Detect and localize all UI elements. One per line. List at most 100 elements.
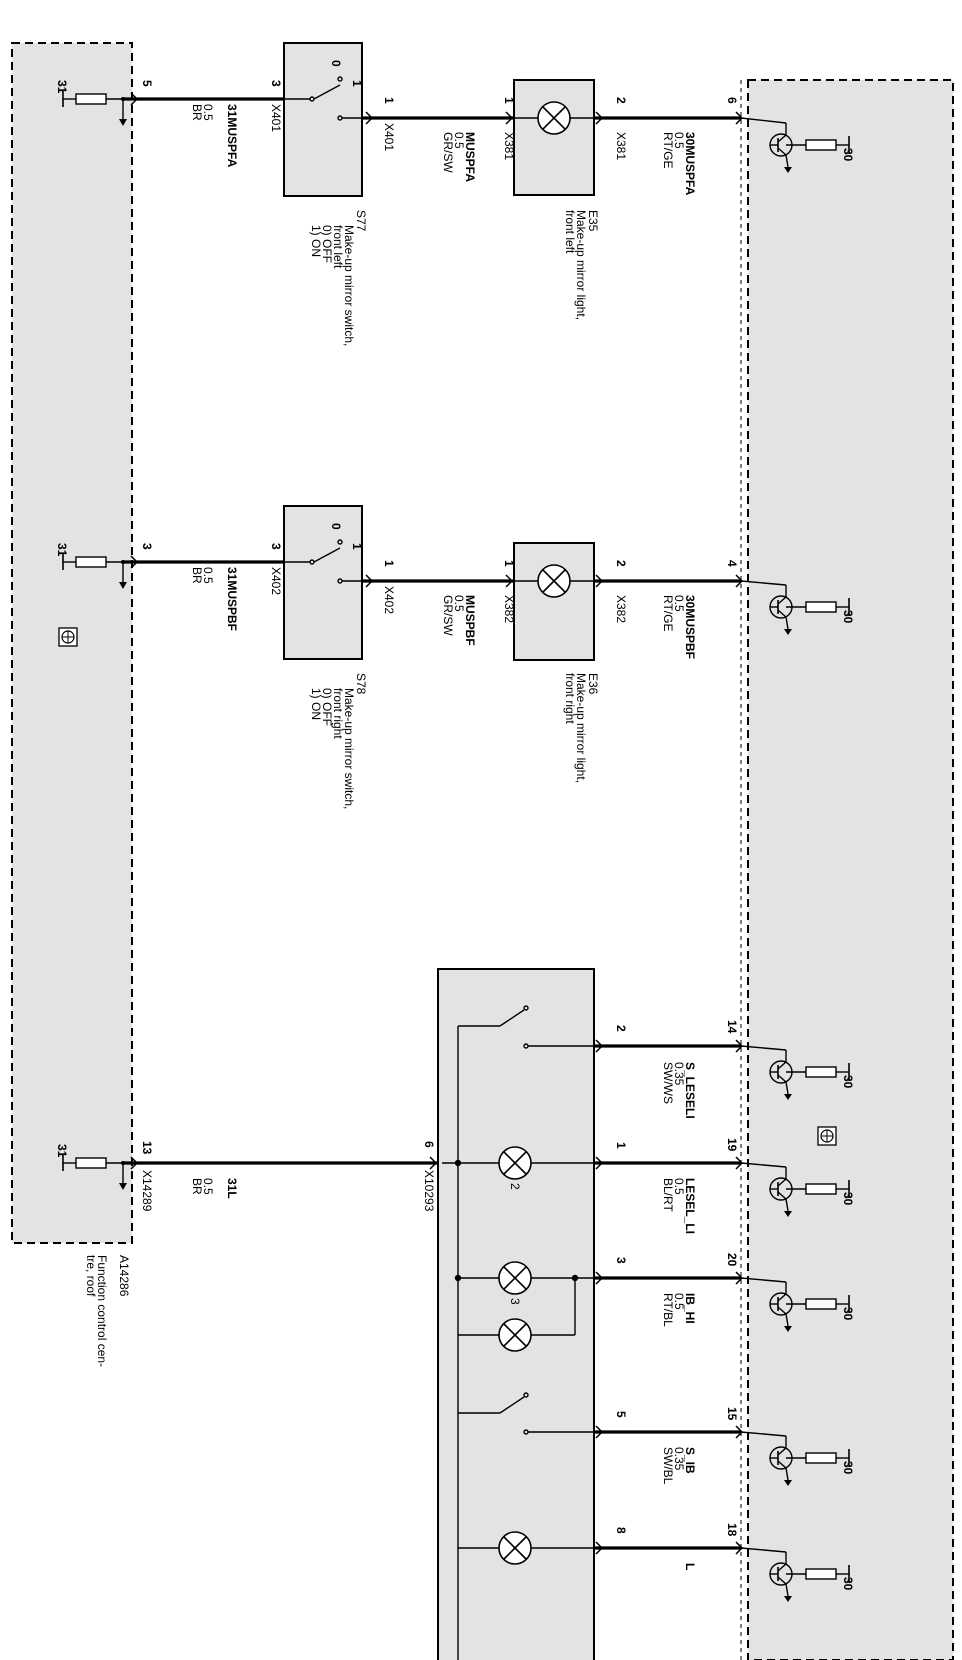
connector-label: X402 xyxy=(269,567,283,595)
transistor-symbol xyxy=(740,117,850,174)
pin-label: 6 xyxy=(725,97,739,104)
wire-gauge: 0.5 xyxy=(672,1178,686,1195)
supply-term-label: 30 xyxy=(841,610,855,624)
wire-gauge: 0.35 xyxy=(672,1062,686,1086)
transistor-symbol xyxy=(740,1162,850,1218)
wire-name: L xyxy=(683,1563,697,1570)
wire-gauge: 0.5 xyxy=(201,1178,215,1195)
wire-color: SW/WS xyxy=(661,1062,675,1104)
ground-term-label: 31 xyxy=(55,1144,69,1158)
connector-label: X381 xyxy=(614,132,628,160)
wire-name: MUSPFA xyxy=(463,132,477,182)
wire-name: 31MUSPBF xyxy=(225,567,239,631)
switch-contact xyxy=(284,76,362,121)
wire-gauge: 0.5 xyxy=(452,132,466,149)
lamp-symbol xyxy=(498,1146,532,1180)
wire-gauge: 0.5 xyxy=(452,595,466,612)
wire-name: 30MUSPFA xyxy=(683,132,697,196)
wire-gauge: 0.5 xyxy=(672,1293,686,1310)
switch-pos-label: 0 xyxy=(329,60,343,67)
component-desc: Make-up mirror switch, xyxy=(342,688,356,809)
supply-term-label: 30 xyxy=(841,1307,855,1321)
pin-label: 18 xyxy=(725,1523,739,1537)
connector-label: X401 xyxy=(382,123,396,151)
wire-name: MUSPBF xyxy=(463,595,477,646)
switch-box-s78 xyxy=(283,505,363,660)
pin-label: 5 xyxy=(614,1411,628,1418)
wire-color: RT/BL xyxy=(661,1293,675,1327)
component-desc: 1) ON xyxy=(309,225,323,257)
lamp-symbol xyxy=(514,564,594,598)
connector-label: X382 xyxy=(614,595,628,623)
component-desc: 0) OFF xyxy=(320,688,334,726)
wire-name: LESEL_LI xyxy=(683,1178,697,1234)
wire-color: BR xyxy=(190,1178,204,1195)
connector-label: X401 xyxy=(269,104,283,132)
transistor-symbol xyxy=(740,580,850,636)
wire-name: 31MUSPFA xyxy=(225,104,239,168)
lamp-number: 3 xyxy=(508,1298,522,1305)
light-box-e35 xyxy=(513,79,595,196)
lamp-symbol xyxy=(514,101,594,135)
wire-color: RT/GE xyxy=(661,595,675,631)
supply-term-label: 30 xyxy=(841,1075,855,1089)
lamp-number: 2 xyxy=(508,1183,522,1190)
wire-name: S_IB xyxy=(683,1447,697,1474)
supply-term-label: 30 xyxy=(841,1577,855,1591)
pin-label: 3 xyxy=(269,80,283,87)
switch-pos-label: 1 xyxy=(350,80,364,87)
wire-color: BR xyxy=(190,567,204,584)
transistor-symbol xyxy=(740,1045,850,1101)
connector-marks xyxy=(130,92,743,1555)
component-desc: front right xyxy=(331,688,345,739)
switch-pos-label: 1 xyxy=(350,543,364,550)
pin-label: 2 xyxy=(614,97,628,104)
component-desc: Make-up mirror switch, xyxy=(342,225,356,346)
connector-label: X382 xyxy=(502,595,516,623)
lamp-symbol xyxy=(498,1531,532,1565)
wire-name: IB_HI xyxy=(683,1293,697,1324)
ecu-id: A14286 xyxy=(117,1255,131,1297)
pin-label: 19 xyxy=(725,1138,739,1152)
connector-label: X10293 xyxy=(422,1170,436,1212)
connector-label: X14289 xyxy=(140,1170,154,1212)
pin-label: 3 xyxy=(614,1257,628,1264)
switch-contact xyxy=(284,539,362,584)
light-box-e36 xyxy=(513,542,595,661)
switch-box-s77 xyxy=(283,42,363,197)
component-desc: 0) OFF xyxy=(320,225,334,263)
component-id: E36 xyxy=(586,673,600,695)
component-desc: 1) ON xyxy=(309,688,323,720)
transistor-symbol xyxy=(740,1431,850,1487)
pin-label: 1 xyxy=(382,97,396,104)
supply-term-label: 30 xyxy=(841,148,855,162)
component-desc: front right xyxy=(563,673,577,724)
ecu-right-box xyxy=(740,79,954,1660)
pin-label: 3 xyxy=(140,543,154,550)
transistor-symbol xyxy=(740,1277,850,1333)
wire-color: SW/BL xyxy=(661,1447,675,1485)
component-desc: front left xyxy=(331,225,345,269)
wire-color: BL/RT xyxy=(661,1178,675,1212)
pin-label: 20 xyxy=(725,1253,739,1267)
connector-label: X381 xyxy=(502,132,516,160)
pin-label: 8 xyxy=(614,1527,628,1534)
component-desc: Make-up mirror light, xyxy=(574,210,588,320)
switch-pos-label: 0 xyxy=(329,523,343,530)
pin-label: 5 xyxy=(140,80,154,87)
wire-gauge: 0.5 xyxy=(201,104,215,121)
component-desc: front left xyxy=(563,210,577,254)
pin-label: 1 xyxy=(382,560,396,567)
wire-gauge: 0.35 xyxy=(672,1447,686,1471)
wire-name: 30MUSPBF xyxy=(683,595,697,659)
wire-gauge: 0.5 xyxy=(672,595,686,612)
pin-label: 1 xyxy=(614,1142,628,1149)
wire-name: S_LESELI xyxy=(683,1062,697,1119)
component-id: S78 xyxy=(354,673,368,695)
lamp-symbol xyxy=(498,1318,532,1352)
wire-color: RT/GE xyxy=(661,132,675,168)
pin-label: 6 xyxy=(422,1141,436,1148)
supply-term-label: 30 xyxy=(841,1192,855,1206)
module-icon-right xyxy=(817,1126,837,1146)
